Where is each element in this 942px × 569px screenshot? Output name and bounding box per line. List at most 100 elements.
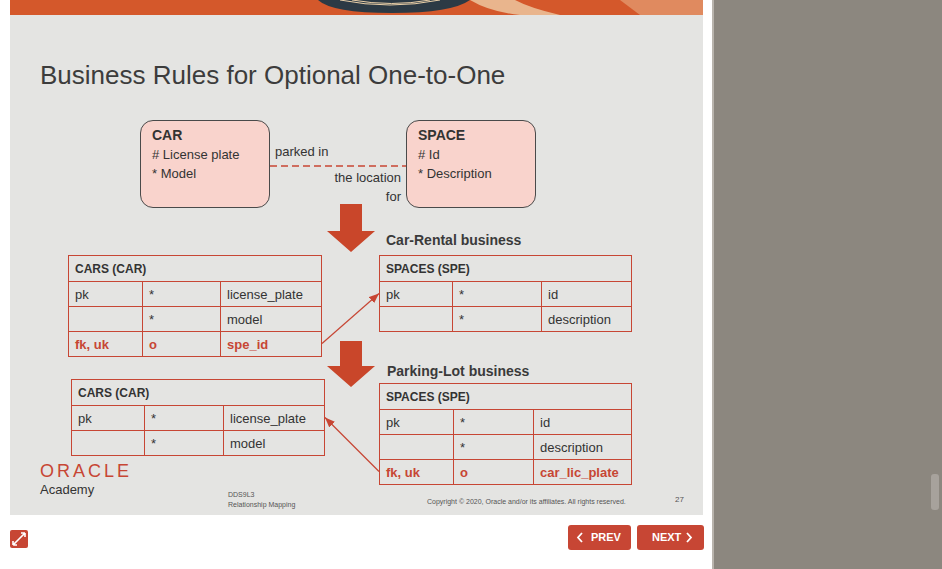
table-cell: pk — [72, 405, 144, 430]
column-text: pk — [78, 411, 92, 426]
table-name: SPACES (SPE) — [386, 390, 470, 404]
column-text: description — [548, 312, 611, 327]
column-text: pk — [386, 415, 400, 430]
table-cell: pk — [380, 409, 453, 434]
course-code: DDS9L3 — [228, 490, 254, 499]
button-label: PREV — [591, 525, 621, 550]
table-cell — [72, 430, 144, 455]
slide-title: Business Rules for Optional One-to-One — [40, 60, 505, 90]
table-cell — [69, 306, 142, 331]
table-cell: fk, uk — [380, 459, 453, 484]
table-cell: model — [223, 430, 324, 455]
copyright-note: Copyright © 2020, Oracle and/or its affi… — [427, 497, 626, 506]
column-text: pk — [386, 287, 400, 302]
table-header-cell: SPACES (SPE) — [380, 256, 631, 281]
table-cell: * — [453, 434, 533, 459]
relational-table: SPACES (SPE) pk * id * description — [379, 255, 632, 332]
entity-box: SPACE# Id* Description — [406, 120, 536, 208]
button-label: NEXT — [652, 525, 681, 550]
table-cell: license_plate — [220, 281, 321, 306]
relational-table: CARS (CAR) pk * license_plate * model fk, uk o s… — [68, 255, 322, 357]
table-cell — [380, 306, 452, 331]
table-cell: * — [452, 281, 541, 306]
section-heading: Parking-Lot business — [387, 362, 529, 380]
table-cell: description — [541, 306, 631, 331]
column-text: * — [460, 415, 465, 430]
table-cell: * — [453, 409, 533, 434]
column-text: * — [459, 287, 464, 302]
band-stripes — [340, 0, 440, 5]
table-header-cell: SPACES (SPE) — [380, 384, 631, 409]
foreign-key-arrow — [325, 418, 379, 472]
table-name: CARS (CAR) — [78, 386, 149, 400]
table-name: CARS (CAR) — [75, 262, 146, 276]
column-text: o — [460, 465, 468, 480]
band-decoration — [470, 0, 560, 15]
band-decoration — [318, 0, 470, 13]
entity-box: CAR# License plate* Model — [140, 120, 270, 208]
table-header-cell: CARS (CAR) — [69, 256, 321, 281]
panel-shadow — [712, 0, 714, 569]
table-cell: o — [142, 331, 220, 356]
column-text: * — [460, 440, 465, 455]
column-text: id — [540, 415, 550, 430]
column-text: * — [149, 287, 154, 302]
table-cell: model — [220, 306, 321, 331]
section-heading: Car-Rental business — [386, 231, 521, 249]
expand-icon-arrows — [13, 533, 25, 545]
relational-table: SPACES (SPE) pk * id * description fk, uk o car_… — [379, 383, 632, 485]
foreign-key-arrow — [322, 294, 379, 344]
prev-button: PREV — [568, 525, 631, 550]
table-cell: * — [144, 430, 223, 455]
column-text: license_plate — [227, 287, 303, 302]
transform-arrow — [327, 204, 375, 252]
column-text: car_lic_plate — [540, 465, 619, 480]
entity-attribute: # Id — [418, 145, 440, 164]
column-text: fk, uk — [75, 337, 109, 352]
table-cell: pk — [380, 281, 452, 306]
table-cell: id — [533, 409, 631, 434]
table-cell: id — [541, 281, 631, 306]
table-cell: * — [452, 306, 541, 331]
relationship-label: the location for — [325, 168, 401, 206]
table-cell: license_plate — [223, 405, 324, 430]
logo-wordmark: ORACLE — [40, 461, 132, 481]
next-button: NEXT — [637, 525, 704, 550]
column-text: description — [540, 440, 603, 455]
table-cell: * — [142, 306, 220, 331]
entity-attribute: * Model — [152, 164, 196, 183]
table-cell: * — [144, 405, 223, 430]
column-text: model — [230, 436, 265, 451]
table-cell: o — [453, 459, 533, 484]
page-number: 27 — [675, 495, 684, 505]
table-cell: description — [533, 434, 631, 459]
column-text: o — [149, 337, 157, 352]
entity-name: CAR — [152, 126, 182, 145]
slide-top-band — [10, 0, 703, 15]
logo-subtitle: Academy — [40, 482, 94, 498]
column-text: fk, uk — [386, 465, 420, 480]
table-cell: fk, uk — [69, 331, 142, 356]
table-cell: car_lic_plate — [533, 459, 631, 484]
column-text: model — [227, 312, 262, 327]
band-decoration — [620, 0, 703, 15]
column-text: spe_id — [227, 337, 268, 352]
transform-arrow — [327, 341, 375, 387]
entity-name: SPACE — [418, 126, 465, 145]
column-text: license_plate — [230, 411, 306, 426]
table-cell: * — [142, 281, 220, 306]
column-text: * — [459, 312, 464, 327]
viewer-panel — [0, 0, 712, 569]
slide-area — [10, 0, 703, 515]
expand-icon — [10, 530, 28, 548]
column-text: * — [149, 312, 154, 327]
column-text: * — [151, 411, 156, 426]
table-name: SPACES (SPE) — [386, 262, 470, 276]
column-text: * — [151, 436, 156, 451]
table-cell — [380, 434, 453, 459]
table-header-cell: CARS (CAR) — [72, 380, 324, 405]
entity-attribute: * Description — [418, 164, 492, 183]
table-cell: pk — [69, 281, 142, 306]
